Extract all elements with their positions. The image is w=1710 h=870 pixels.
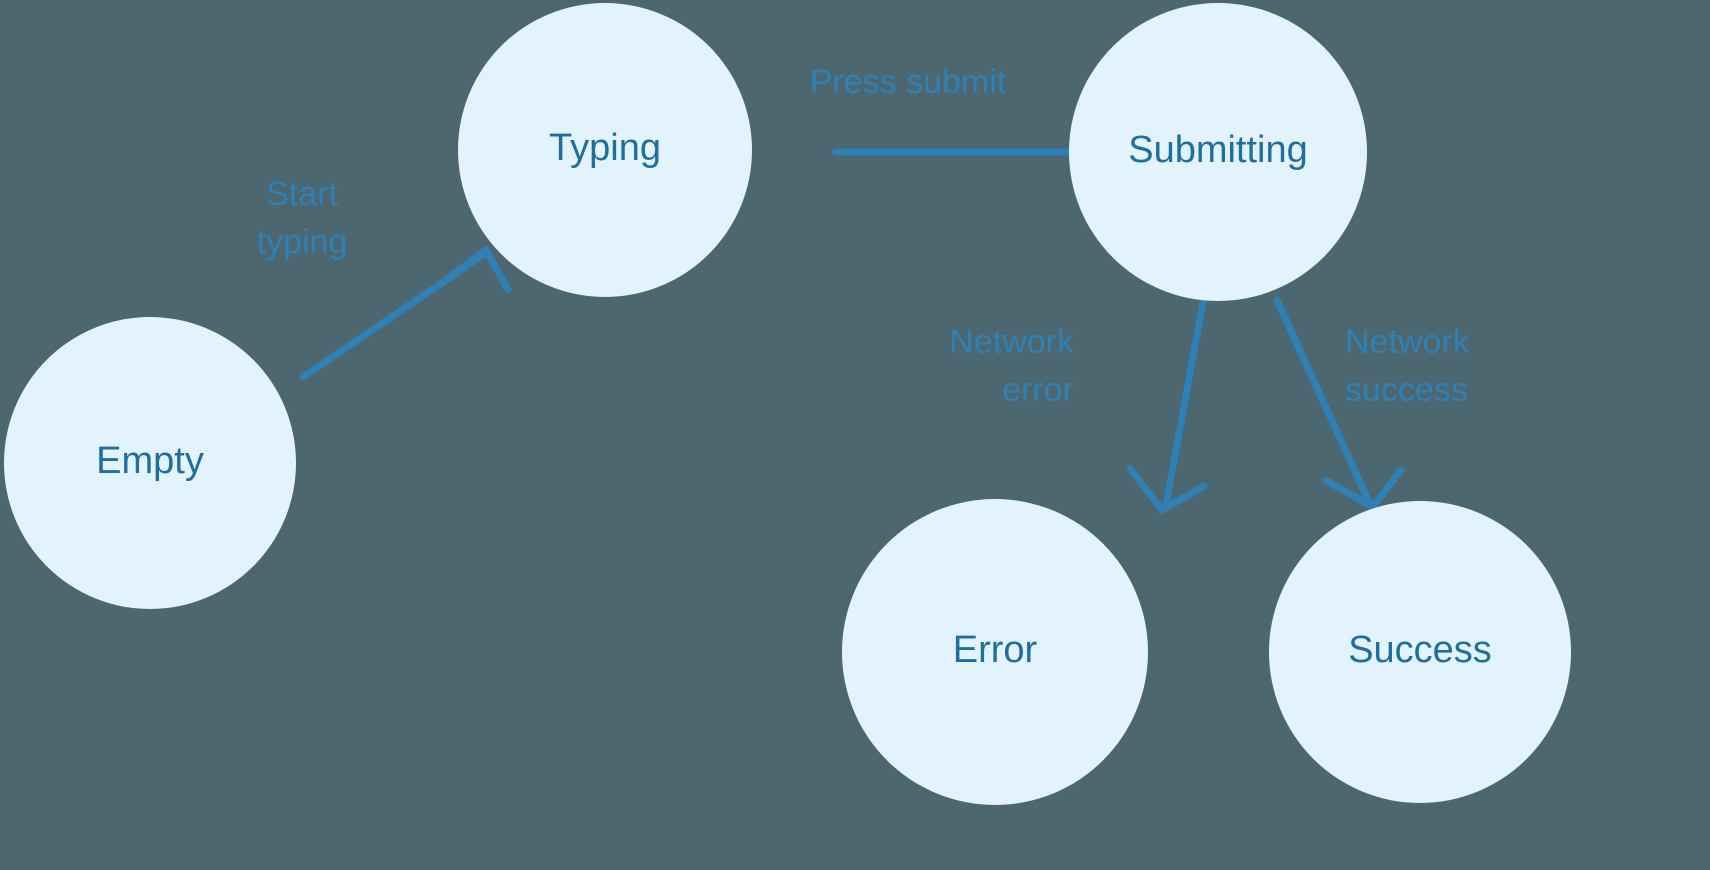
state-node-empty-circle [4, 317, 296, 609]
state-node-empty[interactable]: Empty [4, 317, 296, 609]
state-node-submitting[interactable]: Submitting [1069, 3, 1367, 301]
state-node-submitting-circle [1069, 3, 1367, 301]
state-node-submitting-label: Submitting [1128, 129, 1308, 171]
edge-submitting-to-error-label-line-1: Network [949, 323, 1075, 361]
edge-empty-to-typing[interactable]: Start typing [257, 175, 512, 381]
edge-empty-to-typing-label-line-2: typing [257, 223, 348, 261]
state-node-typing-label: Typing [549, 127, 661, 169]
state-node-success-label: Success [1348, 629, 1492, 671]
state-node-success[interactable]: Success [1269, 501, 1571, 803]
state-node-typing[interactable]: Typing [458, 3, 752, 297]
state-node-error[interactable]: Error [842, 499, 1148, 805]
edge-submitting-to-error-label-line-2: error [1002, 371, 1074, 409]
edge-submitting-to-success-arrowhead [1322, 466, 1405, 511]
state-node-error-circle [842, 499, 1148, 805]
edge-submitting-to-error[interactable]: Network error [949, 298, 1208, 514]
edge-submitting-to-success-label-line-1: Network [1345, 323, 1471, 361]
state-node-typing-circle [458, 3, 752, 297]
state-node-error-label: Error [953, 629, 1038, 671]
edge-empty-to-typing-arrowhead [446, 246, 512, 294]
state-node-empty-label: Empty [96, 440, 204, 482]
edge-submitting-to-success-label-line-2: success [1345, 371, 1468, 409]
edge-empty-to-typing-label-line-1: Start [266, 175, 338, 213]
state-node-success-circle [1269, 501, 1571, 803]
edge-typing-to-submitting-label-line-1: Press submit [810, 63, 1007, 101]
edge-submitting-to-error-arrowhead [1126, 464, 1208, 514]
edge-submitting-to-success-line [1273, 296, 1373, 506]
edge-submitting-to-error-line [1162, 298, 1207, 509]
edge-submitting-to-success[interactable]: Network success [1273, 296, 1471, 516]
